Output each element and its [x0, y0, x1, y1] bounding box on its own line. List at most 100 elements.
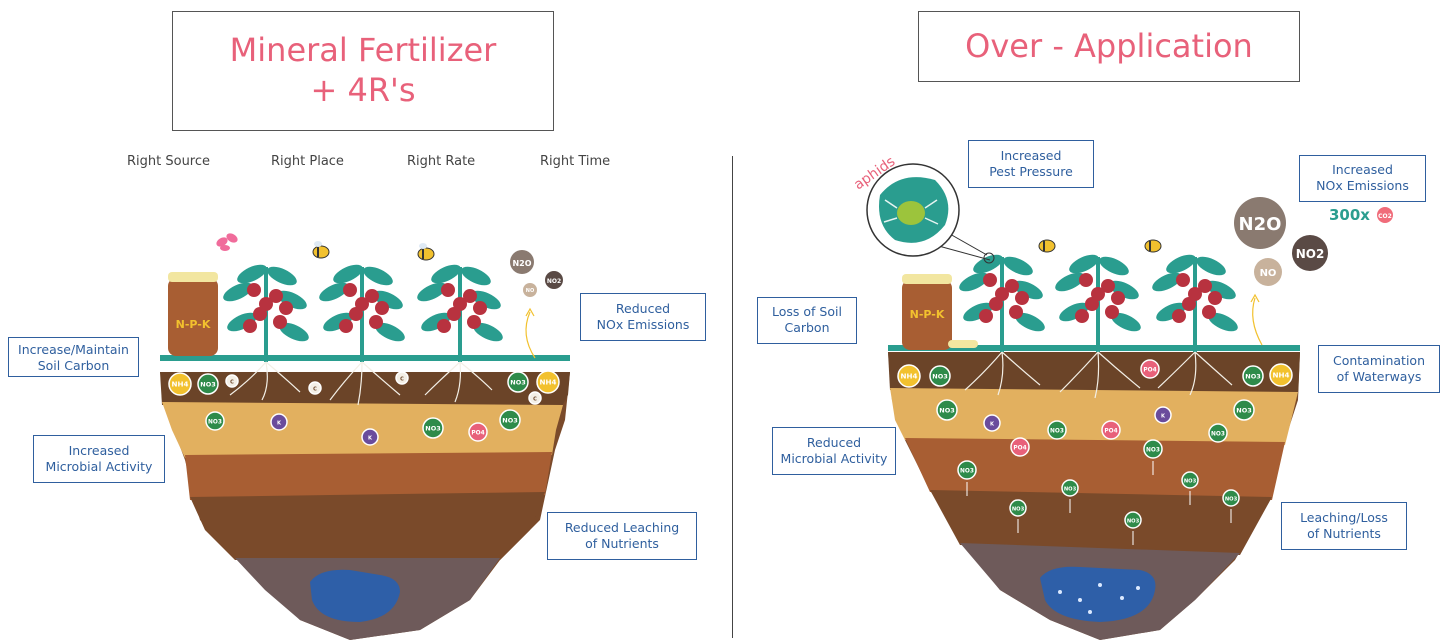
- svg-text:NH4: NH4: [1273, 371, 1290, 380]
- left-microbial-line1: Increased: [68, 443, 130, 458]
- svg-text:K: K: [1161, 414, 1166, 420]
- svg-text:K: K: [277, 421, 282, 427]
- svg-text:NO3: NO3: [510, 379, 526, 387]
- nh4-chip: NH4: [168, 372, 192, 396]
- right-leaching-line2: of Nutrients: [1307, 526, 1381, 541]
- right-soil-carbon-line2: Carbon: [784, 320, 830, 335]
- right-microbial-box: Reduced Microbial Activity: [772, 427, 896, 475]
- left-bag-label: N-P-K: [176, 318, 211, 331]
- right-title: Over - Application: [965, 27, 1253, 65]
- no3-chip: NO3: [1061, 479, 1079, 497]
- right-microbial-line2: Microbial Activity: [780, 451, 888, 466]
- tomato-plant-icon: [1152, 254, 1238, 352]
- svg-text:NO3: NO3: [960, 469, 974, 475]
- svg-text:C: C: [400, 377, 404, 383]
- left-leaching-line1: Reduced Leaching: [564, 520, 680, 535]
- po4-chip: PO4: [1140, 359, 1160, 379]
- right-nox-box: Increased NOx Emissions: [1299, 155, 1426, 202]
- right-fertilizer-bag: N-P-K: [902, 274, 978, 350]
- right-waterways-line2: of Waterways: [1336, 369, 1422, 384]
- right-pest-box: Increased Pest Pressure: [968, 140, 1094, 188]
- right-n2o-label: N2O: [1239, 214, 1282, 235]
- no3-chip: NO3: [422, 417, 444, 439]
- right-rate-label: Right Rate: [407, 154, 476, 169]
- right-source-label: Right Source: [127, 154, 211, 169]
- svg-text:K: K: [990, 422, 995, 428]
- bee-icon: [312, 241, 330, 259]
- c-chip: C: [225, 374, 239, 388]
- k-chip: K: [983, 414, 1001, 432]
- left-microbial-box: Increased Microbial Activity: [33, 435, 165, 483]
- no3-chip: NO3: [957, 460, 977, 480]
- left-soil-carbon-box: Increase/Maintain Soil Carbon: [8, 337, 139, 377]
- po4-chip: PO4: [468, 422, 488, 442]
- no3-chip: NO3: [929, 365, 951, 387]
- no3-chip: NO3: [205, 411, 225, 431]
- svg-text:PO4: PO4: [471, 431, 484, 437]
- right-time-label: Right Time: [540, 154, 611, 169]
- svg-text:NH4: NH4: [901, 372, 918, 381]
- nh4-chip: NH4: [897, 364, 921, 388]
- left-no-label: NO: [526, 288, 534, 294]
- svg-text:NO3: NO3: [1211, 432, 1225, 438]
- svg-text:PO4: PO4: [1143, 368, 1156, 374]
- tomato-plant-icon: [959, 254, 1045, 352]
- po4-chip: PO4: [1101, 420, 1121, 440]
- tomato-plant-icon: [223, 264, 309, 362]
- svg-text:NH4: NH4: [540, 378, 557, 387]
- c-chip: C: [308, 381, 322, 395]
- left-nox-box: Reduced NOx Emissions: [580, 293, 706, 341]
- no3-chip: NO3: [1181, 471, 1199, 489]
- svg-text:NO3: NO3: [1245, 373, 1261, 381]
- no3-chip: NO3: [936, 399, 958, 421]
- po4-chip: PO4: [1010, 437, 1030, 457]
- svg-text:PO4: PO4: [1013, 446, 1026, 452]
- right-no-label: NO: [1260, 268, 1277, 279]
- right-place-label: Right Place: [271, 154, 344, 169]
- roots: [229, 351, 1233, 406]
- svg-text:NO3: NO3: [1236, 407, 1252, 415]
- left-title-box: Mineral Fertilizer + 4R's: [172, 11, 554, 131]
- right-nox-line2: NOx Emissions: [1316, 178, 1409, 193]
- left-nox-line2: NOx Emissions: [596, 317, 690, 332]
- svg-text:NO3: NO3: [200, 381, 216, 389]
- bee-icon: [417, 243, 435, 261]
- aphid-zoom-icon: [866, 163, 995, 264]
- left-gases: N2O NO2 NO: [510, 250, 563, 359]
- left-no2-label: NO2: [547, 278, 561, 285]
- no3-chip: NO3: [1222, 489, 1240, 507]
- right-nox-line1: Increased: [1332, 162, 1393, 177]
- svg-text:C: C: [230, 380, 234, 386]
- k-chip: K: [361, 428, 379, 446]
- no3-chip: NO3: [507, 371, 529, 393]
- c-chip: C: [528, 391, 542, 405]
- butterfly-icon: [216, 233, 238, 251]
- right-pest-line2: Pest Pressure: [989, 164, 1073, 179]
- no3-chip: NO3: [1009, 499, 1027, 517]
- no3-chip: NO3: [197, 373, 219, 395]
- right-leaching-box: Leaching/Loss of Nutrients: [1281, 502, 1407, 550]
- svg-text:NO3: NO3: [1127, 519, 1140, 525]
- left-soil-carbon-line2: Soil Carbon: [37, 358, 110, 373]
- left-nox-line1: Reduced: [615, 301, 671, 316]
- right-bag-label: N-P-K: [910, 308, 945, 321]
- right-no2-label: NO2: [1296, 247, 1325, 261]
- svg-text:NO3: NO3: [208, 420, 222, 426]
- k-chip: K: [270, 413, 288, 431]
- c-chip: C: [395, 371, 409, 385]
- right-soil-island: [888, 345, 1300, 640]
- right-soil-carbon-line1: Loss of Soil: [772, 304, 842, 319]
- tomato-plants: [223, 254, 1238, 362]
- right-pest-line1: Increased: [1000, 148, 1062, 163]
- svg-text:NO3: NO3: [1225, 497, 1238, 503]
- right-waterways-line1: Contamination: [1332, 353, 1426, 368]
- left-soil-island: [160, 355, 570, 640]
- svg-text:K: K: [368, 436, 373, 442]
- co2-factor: 300x: [1329, 206, 1370, 224]
- k-chip: K: [1154, 406, 1172, 424]
- svg-text:NO3: NO3: [939, 407, 955, 415]
- left-leaching-box: Reduced Leaching of Nutrients: [547, 512, 697, 560]
- no3-chip: NO3: [1208, 423, 1228, 443]
- tomato-plant-icon: [319, 264, 405, 362]
